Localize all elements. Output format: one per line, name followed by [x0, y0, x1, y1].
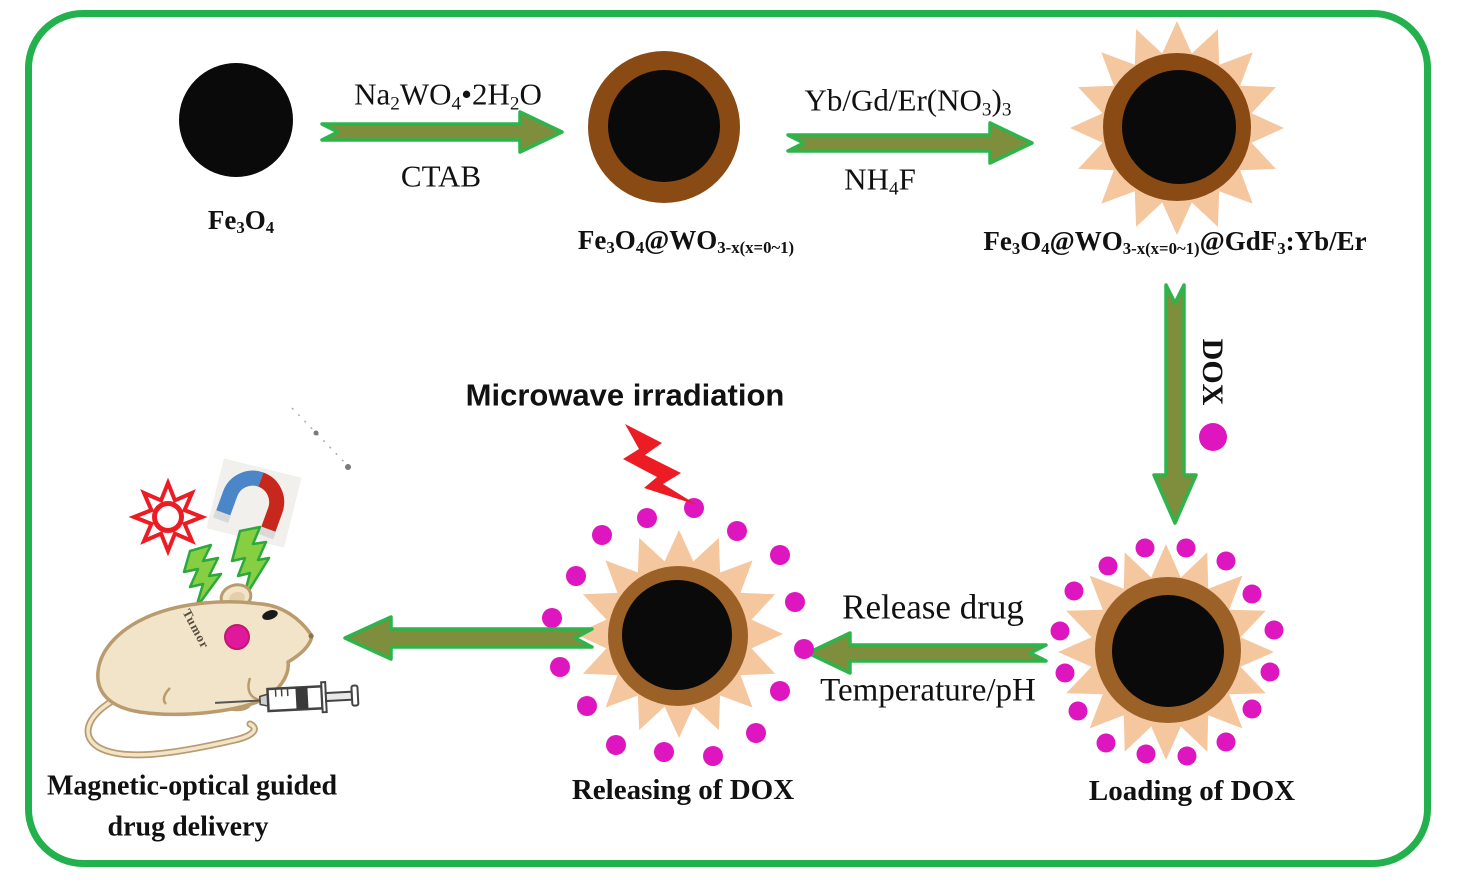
particle2-label: Fe3O4@WO3-x(x=0~1)	[577, 224, 795, 257]
arrow2-reagent-top: Yb/Gd/Er(NO3)3	[804, 82, 1012, 121]
arrow1-reagent-top: Na2WO4•2H2O	[354, 76, 542, 115]
particle1-label: Fe3O4	[207, 204, 275, 237]
syringe-icon	[215, 681, 360, 714]
tumor-dot	[224, 624, 250, 650]
fe3o4-particle	[179, 63, 293, 177]
delivery-caption-line2: drug delivery	[107, 811, 269, 843]
dox-loaded-particle	[1050, 538, 1284, 766]
delivery-arrow	[343, 615, 594, 661]
released-dox-dots	[542, 498, 814, 766]
microwave-bolt-icon	[623, 424, 697, 505]
arrow2-reagent-bottom: NH4F	[844, 161, 916, 200]
arrow1-reagent-bottom: CTAB	[400, 158, 482, 194]
microwave-irradiation-label: Microwave irradiation	[465, 377, 785, 413]
starburst-particle	[1070, 21, 1284, 235]
release-drug-arrow	[806, 631, 1048, 675]
loading-of-dox-label: Loading of DOX	[1088, 774, 1296, 807]
core-shell-particle	[588, 51, 740, 203]
temperature-ph-label: Temperature/pH	[820, 672, 1036, 709]
release-drug-label: Release drug	[842, 587, 1024, 627]
delivery-caption-line1: Magnetic-optical guided	[46, 770, 338, 802]
dox-arrow-label: DOX	[1195, 338, 1229, 406]
sun-icon	[128, 477, 208, 557]
magnet-icon	[206, 458, 302, 548]
figure-border	[25, 10, 1431, 867]
releasing-of-dox-label: Releasing of DOX	[571, 773, 795, 806]
dox-loading-arrow	[1152, 283, 1198, 525]
reaction-arrow-1	[320, 110, 564, 154]
lightning-bolt-icon	[182, 525, 271, 610]
loaded-dox-dots	[1050, 538, 1284, 766]
reaction-arrow-2	[786, 121, 1034, 165]
mouse-illustration	[84, 583, 314, 759]
dox-molecule-dot	[1199, 423, 1227, 451]
dashed-line-artifact	[291, 407, 351, 470]
dox-releasing-particle	[542, 498, 814, 766]
particle3-label: Fe3O4@WO3-x(x=0~1)@GdF3:Yb/Er	[983, 225, 1367, 258]
